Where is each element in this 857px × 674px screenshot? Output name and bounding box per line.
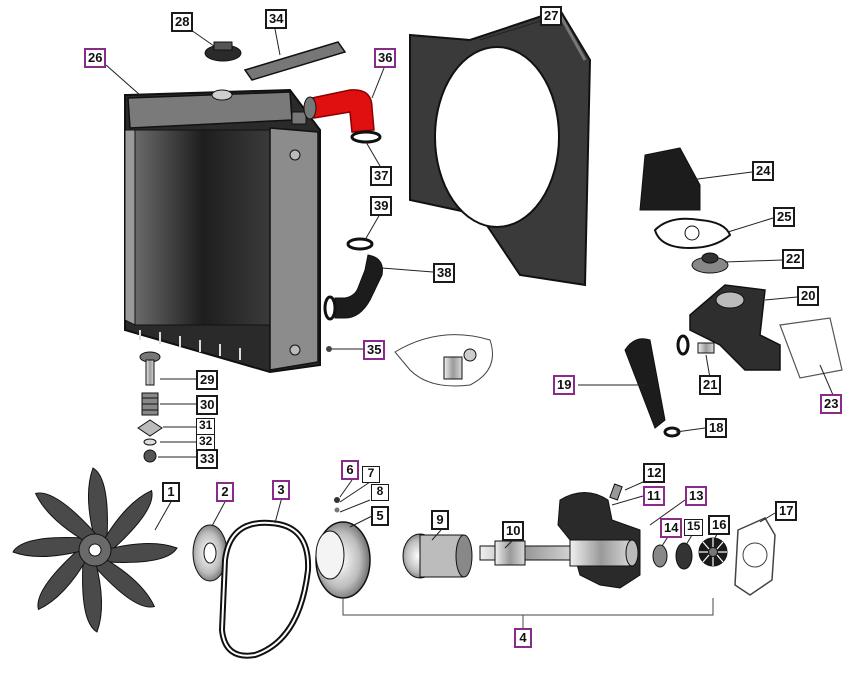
callout-9: 9	[431, 510, 449, 530]
callout-34: 34	[265, 9, 288, 29]
outlet-gasket	[653, 217, 732, 250]
callout-31: 31	[196, 418, 216, 435]
callout-7: 7	[362, 466, 380, 483]
callout-19: 19	[553, 375, 576, 395]
callout-21: 21	[699, 375, 722, 395]
pump-body	[557, 483, 641, 589]
water-outlet-elbow	[639, 147, 701, 211]
callout-4: 4	[514, 628, 532, 648]
callout-8: 8	[371, 484, 389, 501]
fan-belt	[218, 519, 312, 659]
pump-shaft	[479, 540, 576, 566]
callout-28: 28	[171, 12, 194, 32]
leader-lines	[105, 17, 834, 549]
thermostat	[691, 252, 729, 274]
mount-hardware	[137, 351, 163, 463]
callout-15: 15	[684, 519, 704, 536]
callout-36: 36	[374, 48, 397, 68]
callout-22: 22	[782, 249, 805, 269]
pump-gasket	[734, 517, 776, 596]
callout-5: 5	[371, 506, 389, 526]
callout-26: 26	[84, 48, 107, 68]
callout-38: 38	[433, 263, 456, 283]
pump-hub	[402, 533, 473, 579]
radiator-cap	[204, 41, 242, 62]
callout-10: 10	[502, 521, 525, 541]
callout-37: 37	[370, 166, 393, 186]
fan	[12, 467, 178, 633]
callout-13: 13	[685, 486, 708, 506]
callout-18: 18	[705, 418, 728, 438]
fan-shroud	[409, 8, 592, 287]
callout-39: 39	[370, 196, 393, 216]
callout-3: 3	[272, 480, 290, 500]
callout-23: 23	[820, 394, 843, 414]
callout-14: 14	[660, 518, 683, 538]
callout-12: 12	[643, 463, 666, 483]
drain-cock	[326, 334, 493, 387]
callout-30: 30	[196, 395, 219, 415]
callout-2: 2	[216, 482, 234, 502]
radiator	[124, 88, 321, 374]
callout-27: 27	[540, 6, 563, 26]
callout-24: 24	[752, 161, 775, 181]
callout-6: 6	[341, 460, 359, 480]
callout-29: 29	[196, 370, 219, 390]
callout-17: 17	[775, 501, 798, 521]
lower-hose	[323, 237, 383, 321]
seal-strip	[243, 41, 347, 81]
pump-seal-parts	[652, 537, 728, 570]
upper-hose	[303, 89, 375, 133]
callout-35: 35	[363, 340, 386, 360]
thermostat-housing	[689, 284, 781, 371]
callout-20: 20	[797, 286, 820, 306]
housing-gasket	[779, 317, 843, 379]
callout-11: 11	[643, 486, 665, 506]
hose-clamp-37	[350, 130, 382, 144]
callout-16: 16	[708, 515, 731, 535]
pump-pulley	[315, 497, 371, 599]
callout-1: 1	[162, 482, 180, 502]
callout-25: 25	[773, 207, 796, 227]
callout-33: 33	[196, 449, 219, 469]
